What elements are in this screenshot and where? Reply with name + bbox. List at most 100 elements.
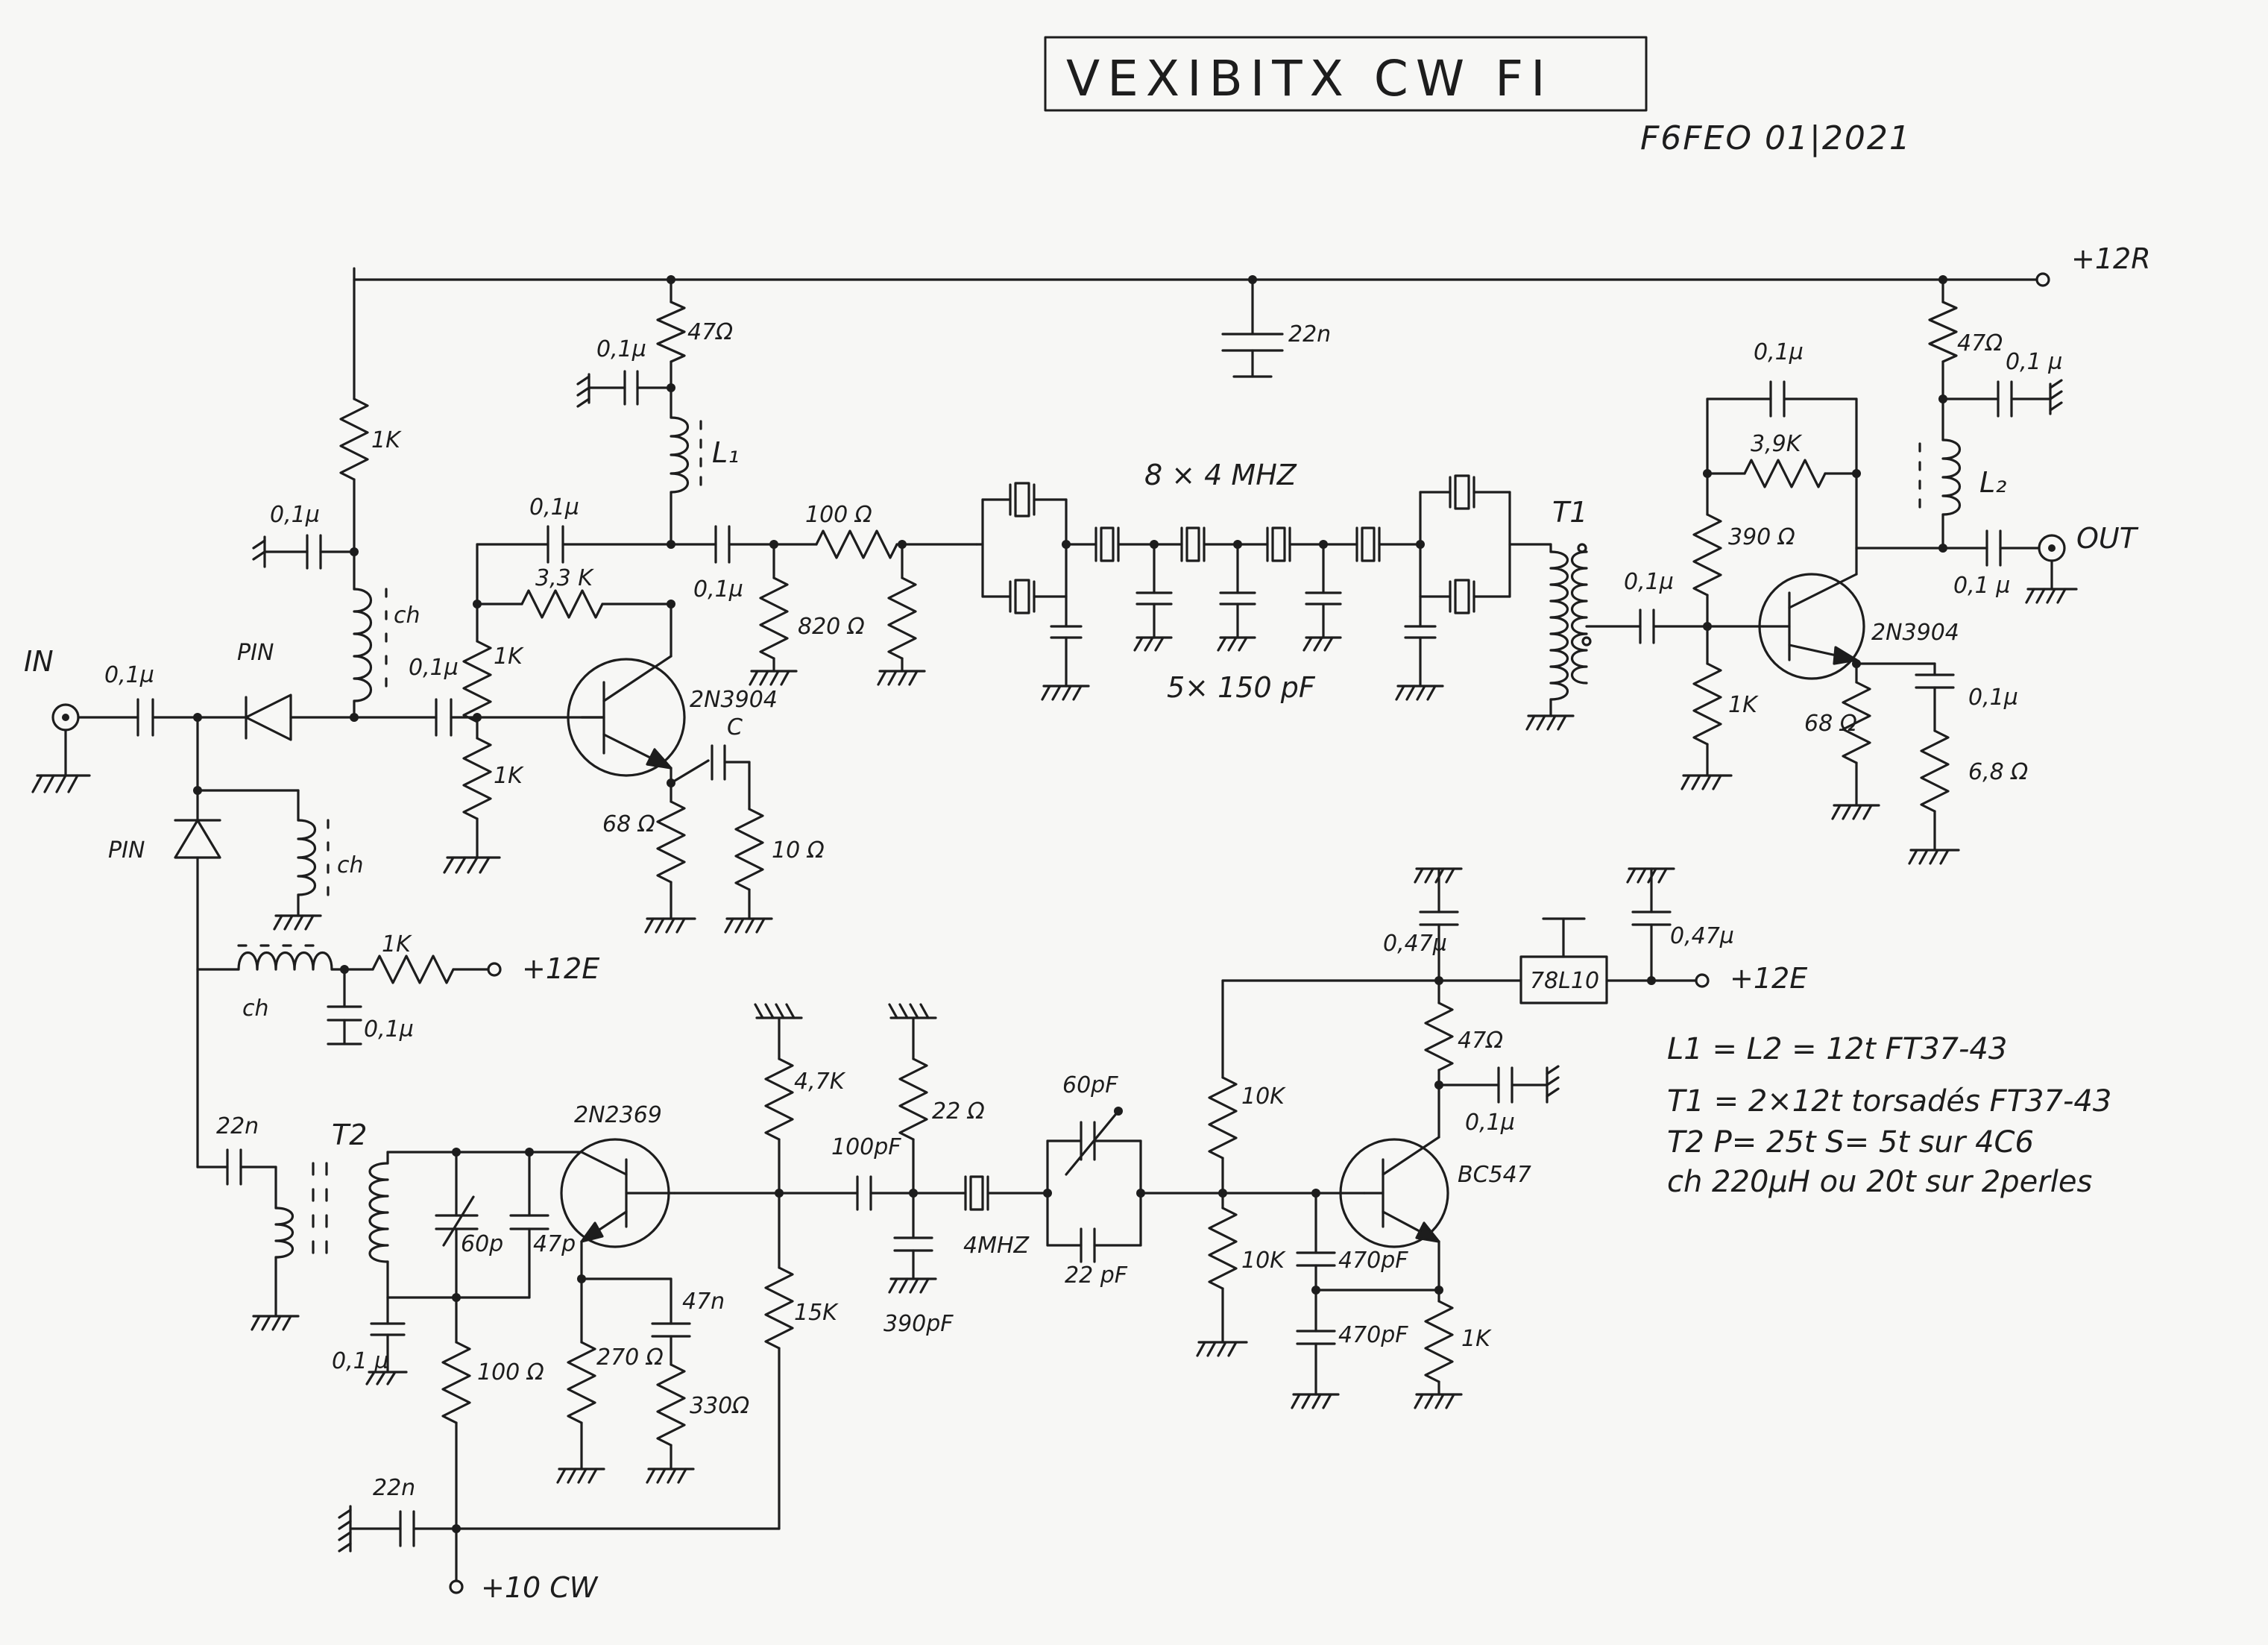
transistor-q1: 2N3904 <box>567 655 778 777</box>
rail-12e-label-2: +12E <box>1730 962 1807 995</box>
choke-ch-2 <box>297 819 317 896</box>
svg-text:1K: 1K <box>494 644 524 670</box>
note-l1-l2: L1 = L2 = 12t FT37-43 <box>1667 1032 2007 1066</box>
svg-text:78L10: 78L10 <box>1530 968 1599 994</box>
res-3k3 <box>520 589 604 619</box>
res-47-l2 <box>1928 301 1958 363</box>
transformer-t1: T1 <box>1525 496 1642 731</box>
svg-text:0,1µ: 0,1µ <box>596 336 646 362</box>
res-68-q2 <box>1842 681 1871 764</box>
svg-text:0,1 µ: 0,1 µ <box>2006 349 2062 375</box>
output-label: OUT <box>2076 522 2139 555</box>
choke-ch-3 <box>237 951 333 971</box>
svg-text:1K: 1K <box>382 931 412 957</box>
svg-text:3,3 K: 3,3 K <box>535 565 594 591</box>
svg-text:22n: 22n <box>373 1475 415 1501</box>
svg-text:1K: 1K <box>1461 1326 1492 1352</box>
res-47-l1 <box>656 301 686 363</box>
svg-text:0,1µ: 0,1µ <box>409 655 459 681</box>
svg-text:390 Ω: 390 Ω <box>1728 524 1795 550</box>
res-10k-top <box>1208 1076 1238 1160</box>
res-1k-q2 <box>1692 662 1722 746</box>
svg-text:ch: ch <box>337 852 364 878</box>
res-100-t2 <box>441 1341 471 1424</box>
winding-notes: L1 = L2 = 12t FT37-43 T1 = 2×12t torsadé… <box>1667 1032 2111 1199</box>
svg-text:0,1µ: 0,1µ <box>693 576 743 603</box>
schematic-title: VEXIBITX CW FI <box>1066 50 1553 107</box>
svg-text:6,8 Ω: 6,8 Ω <box>1968 759 2028 785</box>
svg-text:2N3904: 2N3904 <box>690 687 778 713</box>
res-6r8 <box>1920 729 1950 813</box>
svg-text:T2: T2 <box>332 1119 367 1151</box>
svg-text:PIN: PIN <box>237 640 274 666</box>
res-22 <box>898 1057 928 1141</box>
title-box <box>1044 36 1648 112</box>
svg-text:470pF: 470pF <box>1338 1248 1408 1274</box>
note-t2: T2 P= 25t S= 5t sur 4C6 <box>1667 1125 2034 1160</box>
note-choke: ch 220µH ou 20t sur 2perles <box>1667 1165 2092 1199</box>
svg-text:60p: 60p <box>461 1231 503 1257</box>
svg-text:0,1µ: 0,1µ <box>1968 685 2018 711</box>
note-t1: T1 = 2×12t torsadés FT37-43 <box>1667 1084 2111 1119</box>
svg-text:22 Ω: 22 Ω <box>932 1098 985 1125</box>
svg-text:47p: 47p <box>533 1231 576 1257</box>
svg-text:100 Ω: 100 Ω <box>805 502 872 528</box>
res-1k-bias-top <box>462 640 492 723</box>
inductor-l1 <box>670 416 690 494</box>
res-10k-bot <box>1208 1207 1238 1290</box>
svg-text:BC547: BC547 <box>1458 1162 1531 1188</box>
res-270 <box>567 1341 596 1424</box>
svg-text:C: C <box>727 714 743 740</box>
svg-text:0,1µ: 0,1µ <box>529 494 579 520</box>
res-390 <box>1692 513 1722 597</box>
inductor-l2 <box>1941 438 1962 516</box>
res-15k <box>764 1266 794 1350</box>
input-connector: IN <box>24 645 91 793</box>
res-47-q4 <box>1424 1001 1454 1072</box>
svg-text:100 Ω: 100 Ω <box>477 1359 544 1385</box>
crystal-filter <box>975 474 1552 701</box>
pin-diode-2: PIN <box>108 789 221 971</box>
res-3k9 <box>1743 459 1827 488</box>
svg-text:330Ω: 330Ω <box>690 1393 749 1419</box>
svg-text:PIN: PIN <box>108 837 145 864</box>
transformer-t2-secondary <box>274 1207 294 1259</box>
svg-text:1K: 1K <box>371 427 402 453</box>
svg-text:0,1µ: 0,1µ <box>364 1016 414 1042</box>
res-4k7 <box>764 1057 794 1141</box>
cap-01u-base: 0,1µ <box>409 655 479 737</box>
svg-text:68 Ω: 68 Ω <box>602 811 655 837</box>
svg-text:0,1 µ: 0,1 µ <box>332 1348 388 1374</box>
cap-22n-rail-label: 22n <box>1288 321 1331 347</box>
svg-text:270 Ω: 270 Ω <box>596 1344 664 1371</box>
xtal-caps-label: 5× 150 pF <box>1167 671 1316 704</box>
svg-text:47Ω: 47Ω <box>687 319 733 345</box>
crystal-4mhz: 4MHZ <box>963 1175 1030 1259</box>
svg-text:2N3904: 2N3904 <box>1871 620 1959 646</box>
svg-text:3,9K: 3,9K <box>1751 431 1803 457</box>
res-100 <box>815 529 898 559</box>
svg-text:68 Ω: 68 Ω <box>1804 711 1857 737</box>
svg-text:47n: 47n <box>682 1289 725 1315</box>
svg-text:10 Ω: 10 Ω <box>772 837 825 864</box>
res-1k-bias-bot <box>462 737 492 820</box>
transistor-q3: 2N2369 <box>560 1102 676 1248</box>
svg-text:T1: T1 <box>1552 496 1587 529</box>
svg-text:60pF: 60pF <box>1062 1072 1118 1098</box>
svg-text:0,1µ: 0,1µ <box>1754 339 1804 365</box>
res-330 <box>656 1363 686 1447</box>
svg-text:22 pF: 22 pF <box>1065 1262 1128 1289</box>
res-1k-q4 <box>1424 1300 1454 1383</box>
author-date: F6FEO 01|2021 <box>1640 119 1912 157</box>
svg-text:0,1µ: 0,1µ <box>1465 1110 1515 1136</box>
transistor-q2: 2N3904 <box>1758 573 1959 680</box>
xtal-filter-label: 8 × 4 MHZ <box>1144 459 1297 491</box>
res-1k-top <box>339 397 369 481</box>
svg-text:0,1 µ: 0,1 µ <box>1953 573 2010 599</box>
svg-text:22n: 22n <box>216 1113 259 1139</box>
svg-text:390pF: 390pF <box>883 1311 954 1337</box>
svg-text:820 Ω: 820 Ω <box>798 614 865 640</box>
res-820-b <box>887 576 917 660</box>
